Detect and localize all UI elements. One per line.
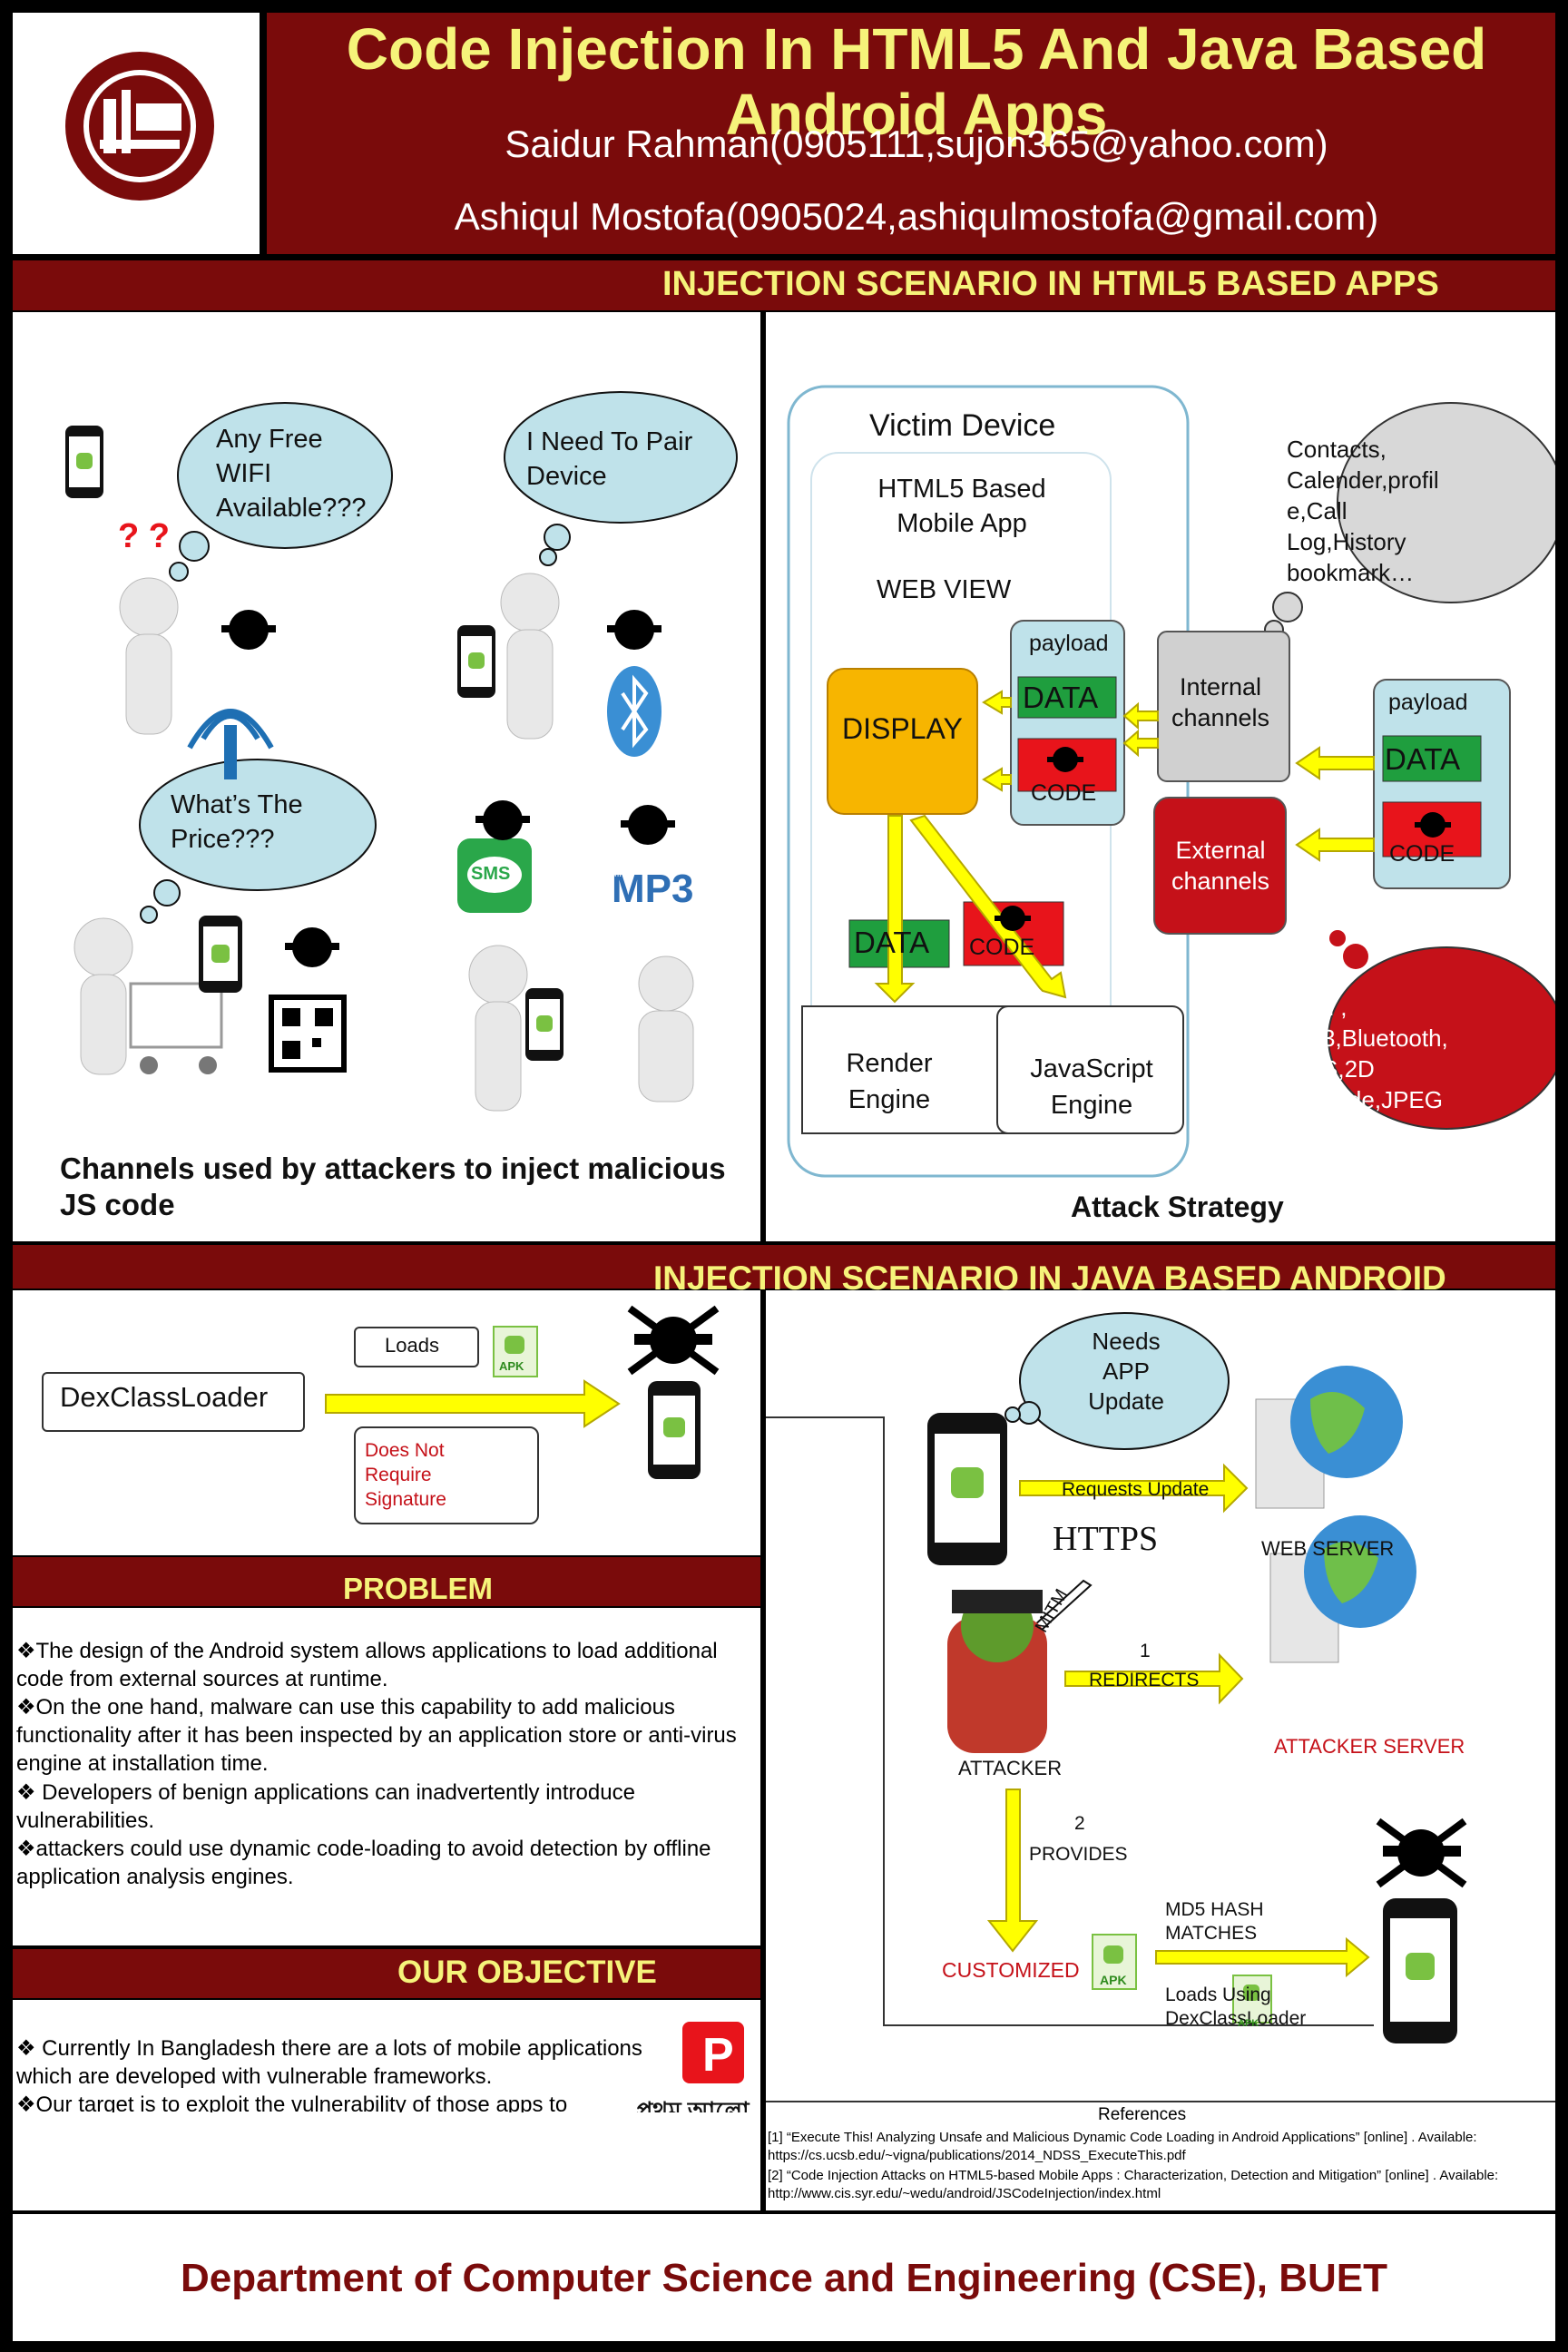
author-1: Saidur Rahman(0905111,sujon365@yahoo.com… [505, 122, 1328, 165]
dexloader-box [42, 1372, 305, 1432]
no-signature-label: Does Not Require Signature [365, 1440, 446, 1510]
footer-text: Department of Computer Science and Engin… [181, 2256, 1387, 2300]
pair-cloud-text: I Need To Pair Device [526, 427, 693, 491]
loads-box [354, 1327, 479, 1367]
grey-cloud-text: Contacts, Calender,profil e,Call Log,His… [1287, 436, 1439, 586]
author-2: Ashiqul Mostofa(0905024,ashiqulmostofa@g… [454, 195, 1379, 238]
problem-item-2: ❖On the one hand, malware can use this c… [16, 1695, 737, 1776]
code-label-3: CODE [969, 935, 1035, 960]
mp3-label: MP3 [612, 869, 631, 879]
question-marks: ? ? [118, 517, 170, 555]
display-label: DISPLAY [842, 712, 963, 745]
objective-header-bar [13, 1949, 760, 1998]
references-title: References [1098, 2105, 1187, 2124]
step-2-label: 2 [1074, 1813, 1085, 1834]
code-label-2: CODE [1389, 841, 1455, 867]
red-cloud-text: WiFi , MP3,Bluetooth, SMS,2D Barcode,JPE… [1287, 994, 1448, 1113]
render-engine-label: Render Engine [846, 1049, 933, 1114]
requests-update-label: Requests Update [1062, 1479, 1210, 1500]
attack-strategy-caption: Attack Strategy [1071, 1191, 1284, 1223]
section2-left-graphics [325, 1305, 720, 1479]
external-channels-label: External channels [1171, 837, 1270, 895]
problem-panel [13, 1608, 760, 1945]
references-panel [766, 2103, 1555, 2210]
data-label-2: DATA [1385, 742, 1461, 776]
payload-label-1: payload [1029, 631, 1109, 656]
apk-label-1: APK [499, 1359, 524, 1373]
attacker-server-label: ATTACKER SERVER [1274, 1735, 1465, 1758]
title-bar [267, 13, 1555, 254]
md5-label: MD5 HASH MATCHES [1165, 1899, 1264, 1944]
payload-label-2: payload [1388, 690, 1468, 715]
needs-update-cloud-text: Needs APP Update [1088, 1328, 1164, 1415]
objective-panel [13, 2000, 760, 2112]
victim-device-label: Victim Device [869, 408, 1056, 443]
redirects-label: REDIRECTS [1089, 1670, 1200, 1690]
apk-label-3: APK [1238, 2018, 1259, 2029]
https-label: HTTPS [1053, 1520, 1159, 1558]
internal-channels-label: Internal channels [1171, 673, 1270, 731]
partner-logos: P [682, 2022, 744, 2083]
dexloader-label: DexClassLoader [60, 1381, 269, 1413]
objective-item-1: ❖ Currently In Bangladesh there are a lo… [16, 2036, 642, 2089]
problem-item-3: ❖ Developers of benign applications can … [16, 1780, 635, 1833]
html5-app-label: HTML5 Based Mobile App [877, 475, 1046, 538]
svg-text:P: P [702, 2029, 734, 2082]
step-1-label: 1 [1140, 1641, 1151, 1661]
code-label-1: CODE [1031, 780, 1097, 806]
js-engine-label: JavaScript Engine [1030, 1054, 1153, 1120]
attack-strategy-diagram [787, 385, 1555, 1178]
wifi-cloud-text: Any Free WIFI Available??? [216, 425, 367, 523]
reference-2: [2] “Code Injection Attacks on HTML5-bas… [768, 2168, 1499, 2201]
loads-using-label: Loads Using DexClassLoader [1165, 1984, 1307, 2029]
footer-panel [13, 2214, 1555, 2341]
no-signature-box [354, 1426, 539, 1524]
data-label-1: DATA [1023, 681, 1099, 714]
apk-label-2: APK [1100, 1973, 1127, 1987]
attacker-label: ATTACKER [958, 1757, 1063, 1779]
channels-caption: Channels used by attackers to inject mal… [60, 1152, 726, 1221]
objective-bottom-panel [13, 2112, 760, 2210]
provides-label: PROVIDES [1029, 1844, 1128, 1865]
channels-illustration: MP3 [65, 391, 738, 1112]
reference-1: [1] “Execute This! Analyzing Unsafe and … [768, 2130, 1477, 2163]
section1-header-bar [13, 260, 1555, 310]
problem-header-bar [13, 1557, 760, 1606]
section2-header-bar [13, 1245, 1555, 1289]
poster-title: Code Injection In HTML5 And Java Based A… [346, 16, 1487, 147]
svg-text:MP3: MP3 [612, 867, 693, 911]
sms-label: SMS [471, 864, 511, 884]
problem-item-1: ❖The design of the Android system allows… [16, 1639, 718, 1691]
university-logo-panel [13, 13, 260, 254]
buet-logo-icon [65, 52, 214, 201]
web-server-label: WEB SERVER [1261, 1537, 1395, 1560]
price-cloud-text: What’s The Price??? [171, 790, 303, 854]
objective-header: OUR OBJECTIVE [397, 1955, 657, 1990]
webview-label: WEB VIEW [877, 575, 1012, 604]
customized-label: CUSTOMIZED [942, 1958, 1080, 1982]
loads-label: Loads [385, 1334, 439, 1357]
problem-item-4: ❖attackers could use dynamic code-loadin… [16, 1837, 711, 1889]
section1-header: INJECTION SCENARIO IN HTML5 BASED APPS [662, 265, 1439, 303]
java-injection-diagram [766, 1312, 1555, 2102]
data-label-3: DATA [854, 926, 930, 959]
